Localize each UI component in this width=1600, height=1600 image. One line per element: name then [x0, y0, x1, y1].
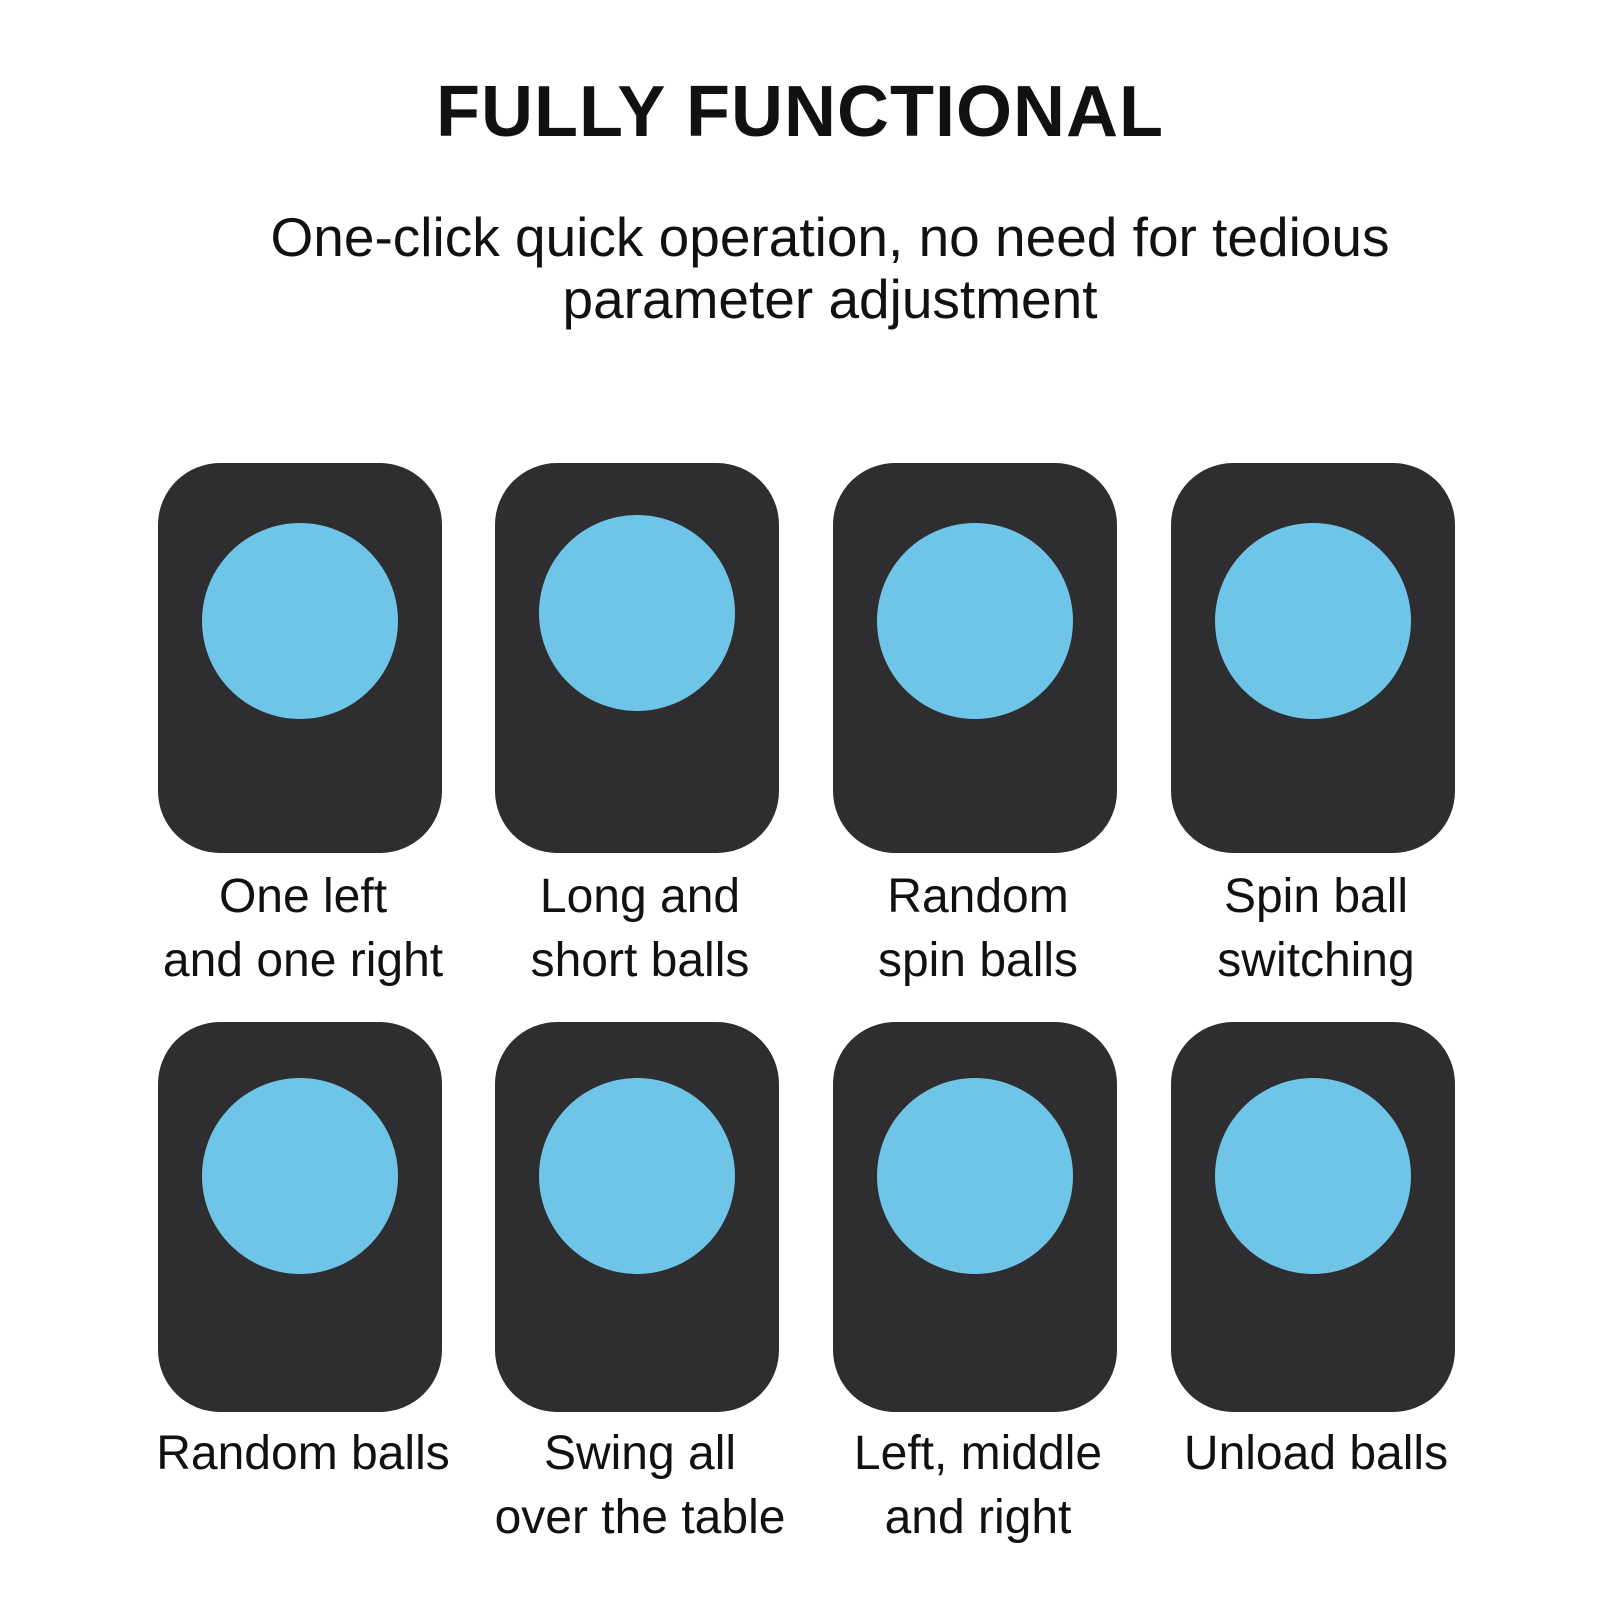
mode-label: One left and one right: [162, 870, 444, 987]
mode-label: Left, middle and right: [853, 1427, 1103, 1544]
mode-card-swing-table: Swing all over the table: [460, 1022, 800, 1582]
circle-button-icon: [877, 523, 1073, 719]
mode-card-random-spin: Random spin balls: [798, 463, 1138, 1023]
mode-card-unload-balls: Unload balls: [1136, 1022, 1476, 1582]
circle-button-icon: [1215, 1078, 1411, 1274]
circle-button-icon: [202, 1078, 398, 1274]
mode-card-long-short: Long and short balls: [460, 463, 800, 1023]
mode-button-random-balls[interactable]: [158, 1022, 442, 1412]
circle-button-icon: [202, 523, 398, 719]
mode-button-swing-table[interactable]: [495, 1022, 779, 1412]
mode-card-left-middle-right: Left, middle and right: [798, 1022, 1138, 1582]
mode-label: Unload balls: [1183, 1427, 1449, 1480]
page-title: FULLY FUNCTIONAL: [436, 72, 1164, 152]
mode-label: Random balls: [156, 1427, 450, 1480]
circle-button-icon: [539, 1078, 735, 1274]
mode-card-random-balls: Random balls: [123, 1022, 463, 1582]
mode-label: Spin ball switching: [1217, 870, 1415, 987]
circle-button-icon: [539, 515, 735, 711]
mode-button-left-middle-right[interactable]: [833, 1022, 1117, 1412]
mode-card-spin-switching: Spin ball switching: [1136, 463, 1476, 1023]
page-subtitle: One-click quick operation, no need for t…: [270, 206, 1390, 330]
mode-button-unload-balls[interactable]: [1171, 1022, 1455, 1412]
mode-label: Swing all over the table: [494, 1427, 786, 1544]
circle-button-icon: [1215, 523, 1411, 719]
mode-card-one-left-one-right: One left and one right: [123, 463, 463, 1023]
mode-button-spin-switching[interactable]: [1171, 463, 1455, 853]
mode-button-random-spin[interactable]: [833, 463, 1117, 853]
circle-button-icon: [877, 1078, 1073, 1274]
mode-button-one-left-one-right[interactable]: [158, 463, 442, 853]
mode-button-long-short[interactable]: [495, 463, 779, 853]
mode-label: Random spin balls: [877, 870, 1079, 987]
mode-label: Long and short balls: [530, 870, 750, 987]
